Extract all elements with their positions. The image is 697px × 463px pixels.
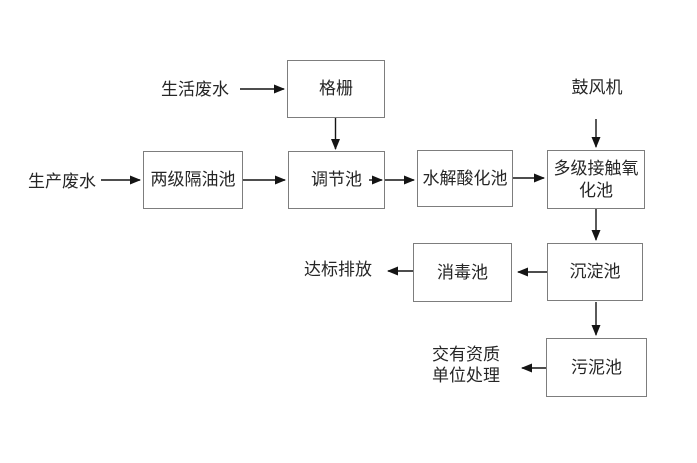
label-blower: 鼓风机 <box>571 78 623 97</box>
node-disinfection-tank-label: 消毒池 <box>437 262 488 282</box>
node-sedimentation-tank: 沉淀池 <box>547 243 643 301</box>
label-qualified-unit: 交有资质 单位处理 <box>432 344 502 386</box>
node-sludge-tank-label: 污泥池 <box>571 357 622 377</box>
node-disinfection-tank: 消毒池 <box>413 243 512 302</box>
label-qualified-unit-line2: 单位处理 <box>432 366 500 385</box>
label-qualified-unit-line1: 交有资质 <box>432 345 500 364</box>
label-discharge-standard: 达标排放 <box>304 260 372 279</box>
node-regulating-tank-label: 调节池 <box>311 170 362 189</box>
node-oxidation-tank: 多级接触氧化池 <box>547 150 645 209</box>
node-grid-label: 格栅 <box>319 79 353 98</box>
node-sludge-tank: 污泥池 <box>546 338 647 397</box>
node-sedimentation-tank-label: 沉淀池 <box>569 262 621 281</box>
label-domestic-wastewater: 生活废水 <box>161 80 229 99</box>
node-regulating-tank: 调节池 <box>288 151 385 209</box>
node-oxidation-tank-label: 多级接触氧化池 <box>553 158 639 200</box>
node-oil-separator: 两级隔油池 <box>143 151 243 209</box>
node-hydrolysis-tank: 水解酸化池 <box>417 150 513 207</box>
node-grid: 格栅 <box>287 60 385 118</box>
label-production-wastewater: 生产废水 <box>28 172 96 191</box>
node-oil-separator-label: 两级隔油池 <box>150 170 236 189</box>
node-hydrolysis-tank-label: 水解酸化池 <box>422 168 508 188</box>
